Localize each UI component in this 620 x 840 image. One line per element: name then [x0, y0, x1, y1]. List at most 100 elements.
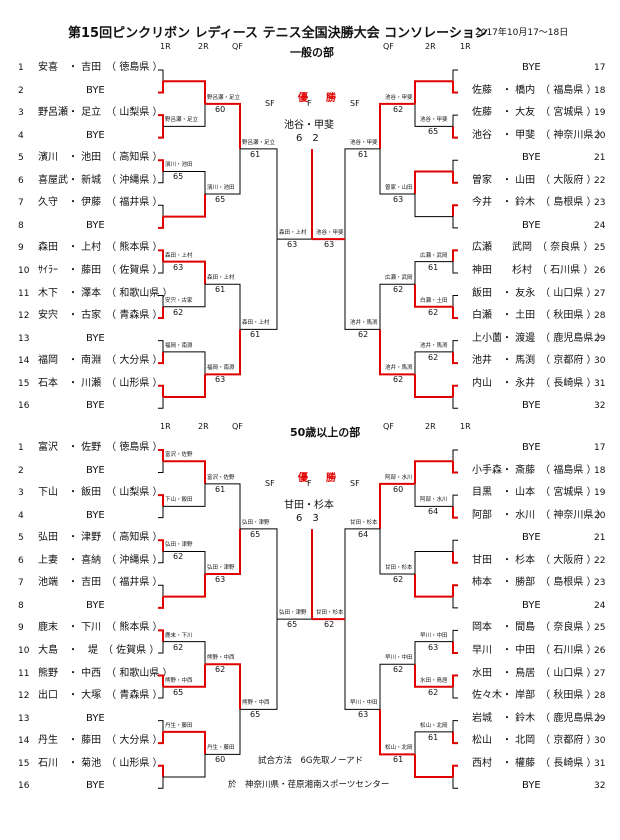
winner-label: 濱川・池田 [207, 185, 235, 192]
seed-number: 32 [594, 781, 606, 792]
seed-number: 2 [18, 85, 24, 96]
left-r2-match-bottom [163, 664, 206, 688]
seed-number: 30 [594, 736, 606, 747]
right-r1-match-top [452, 539, 458, 552]
right-qf-match-bottom [379, 329, 415, 376]
left-qf-match-top [205, 283, 241, 330]
match-score: 61 [428, 262, 439, 272]
right-r2-match-bottom [414, 664, 453, 688]
seed-number: 26 [594, 265, 606, 276]
right-r1-match-top [452, 584, 458, 597]
right-r1-match-bottom [452, 776, 458, 789]
right-r1-match-top [452, 720, 458, 732]
bye-slot: BYE [522, 400, 541, 412]
bye-slot: BYE [86, 332, 105, 344]
seed-number: 13 [18, 333, 30, 344]
bye-slot: BYE [522, 532, 541, 544]
round-header-f: F [307, 99, 312, 108]
right-r1-match-bottom [452, 81, 458, 94]
right-r1-match-bottom [452, 396, 458, 409]
left-r1-match-bottom [158, 641, 164, 654]
player-pair: 安喜 ・ 吉田 （ 徳島県 ） [38, 62, 163, 73]
winner-label: 広瀬・武岡 [420, 252, 448, 259]
bye-slot: BYE [86, 84, 105, 96]
left-r1-match-bottom [158, 731, 164, 745]
seed-number: 17 [594, 63, 606, 73]
seed-number: 24 [594, 220, 606, 231]
right-qf-match-top [379, 482, 415, 529]
right-qf-match-bottom [379, 148, 415, 195]
player-pair: 上小薗・ 渡邊 （ 鹿児島県 ） [472, 332, 607, 344]
round-header-r2: 2R [425, 422, 436, 431]
player-pair: 早川 ・ 中田 （ 石川県 ） [472, 644, 597, 656]
match-score: 65 [173, 687, 184, 697]
left-r1-match-bottom [158, 776, 164, 789]
seed-number: 18 [594, 465, 606, 476]
left-r2-match-bottom [163, 194, 206, 218]
seed-number: 14 [18, 356, 30, 367]
seed-number: 5 [18, 153, 24, 164]
left-r2-match-top [163, 260, 206, 285]
right-r2-match-bottom [414, 374, 453, 398]
right-r2-match-top [414, 80, 453, 104]
left-r1-match-top [158, 584, 164, 597]
match-score: 62 [215, 665, 226, 675]
winner-label: 甘田・杉本 [350, 519, 378, 526]
seed-number: 8 [18, 600, 24, 611]
player-pair: 石本 ・ 川瀬 （ 山形県 ） [38, 377, 163, 389]
left-sf-match-bottom [240, 239, 278, 330]
left-r1-match-bottom [158, 261, 164, 274]
seed-number: 6 [18, 175, 24, 186]
match-format: 試合方法 6G先取ノーアド [258, 756, 364, 766]
left-qf-match-bottom [205, 528, 241, 576]
winner-label: 森田・上村 [279, 230, 307, 237]
right-qf-match-bottom [379, 528, 415, 575]
winner-label: 熊野・中西 [242, 700, 270, 707]
match-score: 63 [215, 375, 226, 385]
right-r1-match-bottom [452, 261, 458, 274]
seed-number: 20 [594, 510, 606, 521]
winner-label: 池井・馬渕 [420, 342, 448, 349]
winner-label: 池谷・甲斐 [316, 230, 344, 237]
seed-number: 27 [594, 288, 606, 299]
winner-label: 丹生・藤田 [207, 745, 235, 752]
match-score: 63 [428, 642, 439, 652]
round-header-sf: SF [350, 479, 360, 488]
seed-number: 7 [18, 578, 24, 589]
left-r1-match-top [158, 674, 164, 687]
bye-slot: BYE [86, 712, 105, 724]
round-header-sf: SF [265, 479, 275, 488]
right-r1-match-top [452, 764, 458, 777]
right-r2-match-bottom [414, 103, 453, 127]
right-r1-match-bottom [452, 306, 458, 320]
left-qf-match-bottom [205, 329, 241, 376]
winner-label: 下山・飯田 [165, 497, 193, 504]
champion-names: 甘田・杉本 [284, 500, 334, 512]
winner-label: 丹生・藤田 [165, 722, 193, 729]
right-r2-match-top [414, 170, 453, 195]
player-pair: 木下 ・ 澤本 （ 和歌山県 ） [38, 287, 173, 299]
winner-label: 熊野・中西 [165, 677, 193, 684]
bye-slot: BYE [522, 442, 541, 453]
match-score: 62 [393, 375, 404, 385]
left-r1-match-bottom [158, 461, 164, 474]
player-pair: 小手森・ 斎藤 （ 福島県 ） [472, 464, 597, 476]
seed-number: 19 [594, 108, 606, 119]
left-qf-match-top [205, 102, 241, 149]
match-score: 63 [287, 240, 298, 250]
seed-number: 3 [18, 488, 24, 499]
winner-label: 早川・中田 [350, 700, 378, 707]
bye-slot: BYE [86, 509, 105, 521]
section-title: 50歳以上の部 [290, 426, 361, 439]
match-score: 62 [393, 665, 404, 675]
left-r1-match-bottom [158, 216, 164, 229]
right-r2-match-top [414, 351, 453, 375]
winner-label: 野呂瀬・足立 [242, 139, 276, 146]
left-r2-match-top [163, 170, 206, 195]
match-score: 62 [393, 575, 404, 585]
seed-number: 30 [594, 356, 606, 367]
match-score: 64 [428, 507, 439, 517]
right-r2-match-top [414, 731, 453, 755]
